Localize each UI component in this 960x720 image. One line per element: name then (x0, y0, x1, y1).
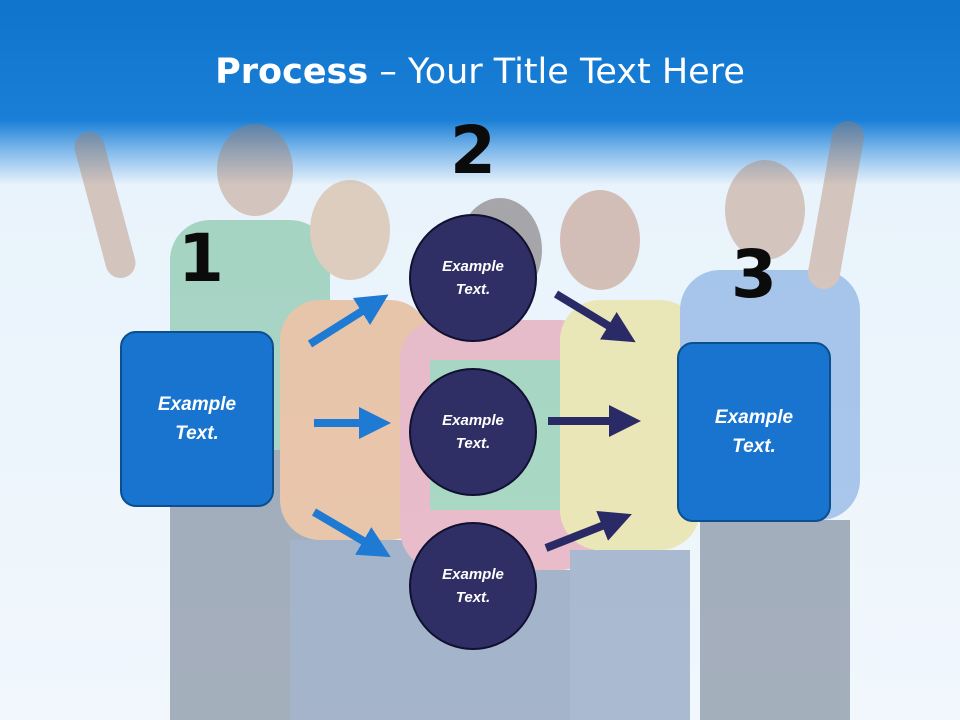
title-rest: – Your Title Text Here (368, 52, 745, 92)
step-number-3: 3 (731, 236, 777, 313)
step-number-1: 1 (178, 220, 224, 297)
step-2-circle-middle: Example Text. (409, 368, 537, 496)
circle-top-text: Example Text. (442, 258, 504, 298)
arrow-top-to-right (553, 290, 636, 343)
step-number-2: 2 (450, 112, 496, 189)
title-bold: Process (215, 52, 369, 92)
arrow-bottom-to-right (544, 510, 632, 552)
step-2-circle-top: Example Text. (409, 214, 537, 342)
step-3-text: Example Text. (714, 407, 794, 457)
arrow-left-to-bottom (311, 508, 391, 558)
circle-middle-text: Example Text. (442, 412, 504, 452)
step-2-circle-bottom: Example Text. (409, 522, 537, 650)
step-3-box: Example Text. (677, 342, 831, 522)
step-1-text: Example Text. (157, 394, 237, 444)
step-1-box: Example Text. (120, 331, 274, 507)
circle-bottom-text: Example Text. (442, 566, 504, 606)
slide-title: Process – Your Title Text Here (0, 52, 960, 92)
arrow-left-to-top (307, 294, 389, 348)
